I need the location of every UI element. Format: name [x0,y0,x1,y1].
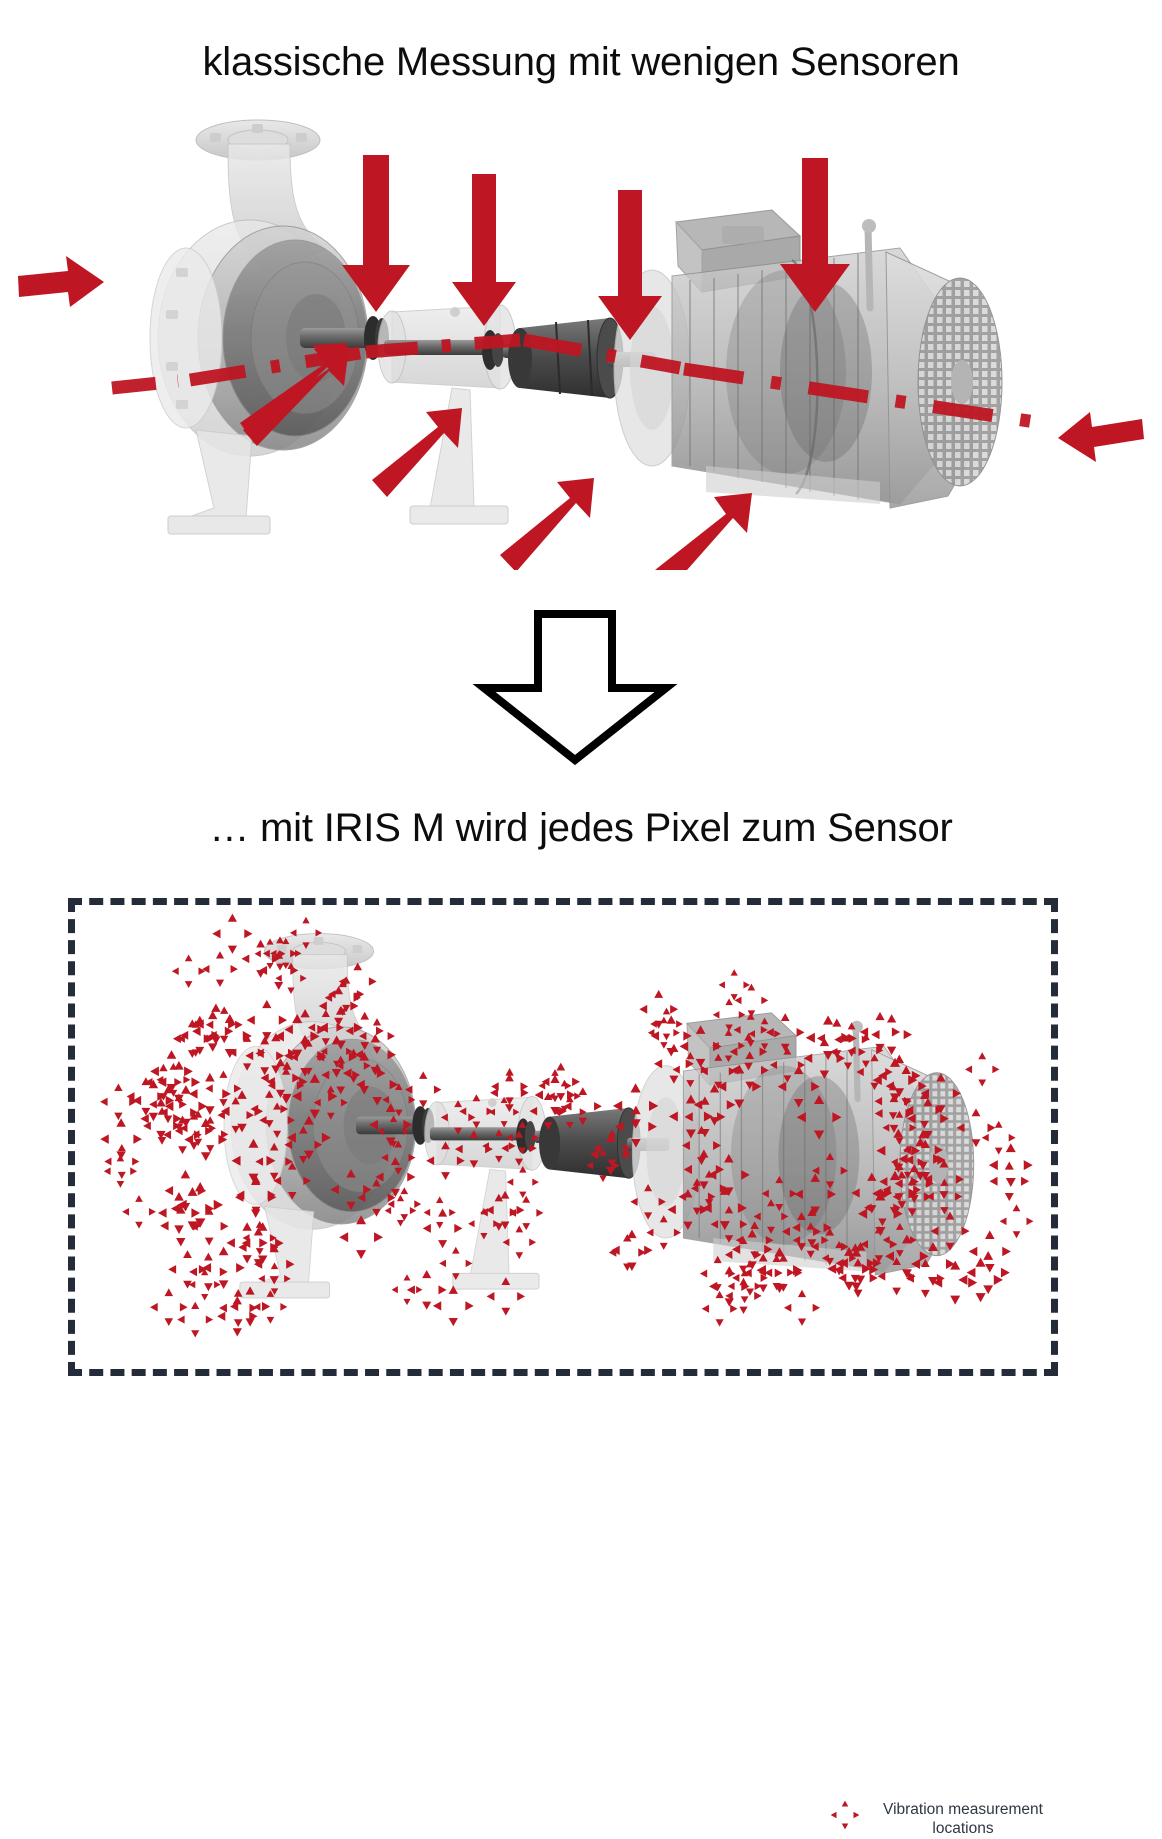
vibration-marker [168,1250,207,1289]
classic-measurement-panel [0,100,1162,570]
vibration-marker [180,1110,217,1147]
vibration-marker [202,951,238,987]
sensor-arrow-down-3 [598,190,662,340]
four-arrow-cross-icon [830,1800,860,1830]
vibration-marker [100,1083,137,1121]
vibration-marker [174,1111,213,1150]
vibration-marker [184,1118,228,1162]
vibration-marker [100,1118,142,1160]
vibration-marker [122,1194,156,1229]
vibration-marker [933,1260,978,1305]
vibration-marker [423,1196,456,1229]
sensor-arrows-group [18,155,1144,570]
iris-measurement-panel: Vibration measurement locations [0,880,1162,1837]
down-arrow-outline-icon [472,610,678,766]
legend-label: Vibration measurement locations [868,1798,1058,1839]
sensor-arrow-down-4 [780,158,850,312]
vibration-marker [391,1274,423,1306]
vibration-marker [202,1246,245,1290]
vibration-marker [170,1187,215,1231]
slide-root: klassische Messung mit wenigen Sensoren [0,40,1162,1838]
pump-motor-illustration-iris [100,913,1034,1338]
vibration-marker [965,1052,1000,1087]
vibration-marker [192,1010,234,1052]
vibration-marker [958,1257,1003,1303]
sensor-arrow-diag-2 [372,408,462,497]
sensor-arrow-diag-1 [240,343,349,446]
vibration-marker [966,1251,1010,1295]
page-title-classic: klassische Messung mit wenigen Sensoren [202,40,960,84]
page-title-iris: … mit IRIS M wird jedes Pixel zum Sensor [209,806,953,850]
vibration-marker [217,1296,258,1337]
vibration-marker [783,1289,821,1326]
vibration-marker [608,1233,646,1272]
vibration-marker [195,1003,237,1045]
vibration-marker [164,1169,207,1212]
vibration-marker [859,1011,901,1053]
vibration-marker [172,1019,212,1059]
iris-dashed-frame [68,898,1058,1376]
legend-line-2: locations [932,1820,994,1838]
vibration-marker [718,969,750,1001]
vibration-marker [506,1166,539,1199]
legend-line-1: Vibration measurement [883,1801,1043,1818]
vibration-marker [647,1016,680,1049]
vibration-marker [140,1098,182,1140]
pump-motor-illustration-classic [18,119,1144,570]
sensor-arrow-down-1 [342,155,410,312]
vibration-marker [212,913,253,954]
vibration-marker [611,1229,653,1271]
sensor-arrow-diag-4 [655,493,752,570]
sensor-arrow-diag-3 [500,478,594,570]
vibration-marker [968,1230,1011,1273]
transition-down-arrow [470,608,680,768]
vibration-marker [999,1204,1034,1239]
legend: Vibration measurement locations [828,1798,1058,1839]
sensor-arrow-axial-right [1058,412,1144,462]
vibration-marker [171,954,206,988]
sensor-arrow-axial-left [18,256,104,307]
sensor-arrow-down-2 [452,174,516,326]
